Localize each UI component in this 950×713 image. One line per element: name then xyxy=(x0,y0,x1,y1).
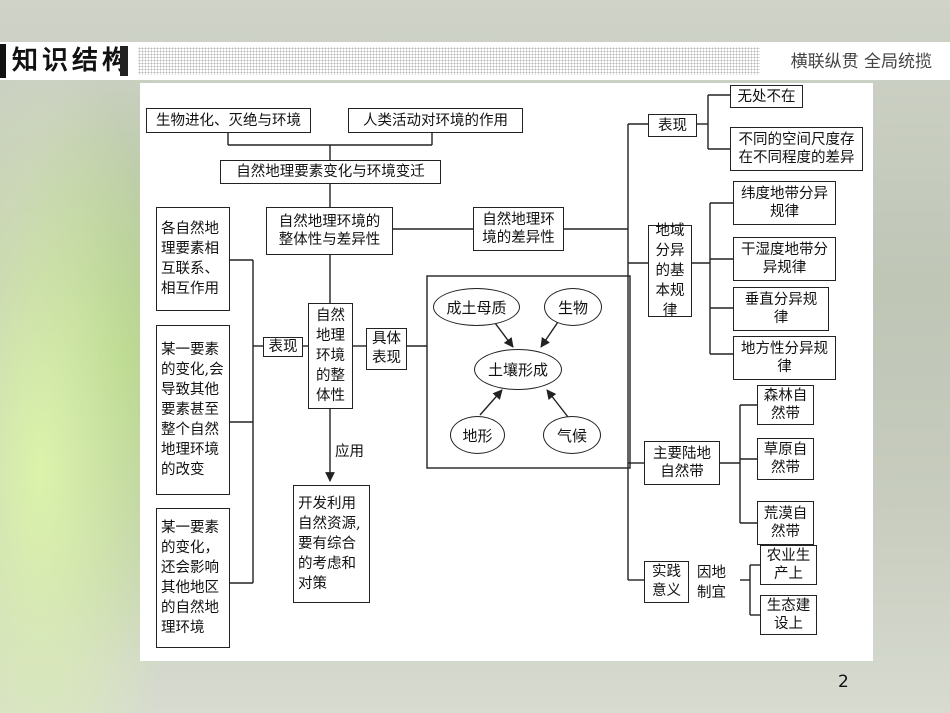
box-manifestation-right: 表现 xyxy=(648,114,697,137)
box-elements-interrelated: 各自然地理要素相互联系、相互作用 xyxy=(156,207,230,311)
header-slogan: 横联纵贯 全局统揽 xyxy=(786,50,936,74)
box-agriculture: 农业生产上 xyxy=(760,545,817,585)
box-desert-zone: 荒漠自然带 xyxy=(757,501,814,545)
box-biological-evolution: 生物进化、灭绝与环境 xyxy=(146,108,311,133)
box-integrity: 自然地理环境的整体性 xyxy=(308,303,353,409)
box-resource-development: 开发利用自然资源,要有综合的考虑和对策 xyxy=(293,485,370,603)
page-number: 2 xyxy=(838,672,849,692)
box-spatial-scale-difference: 不同的空间尺度存在不同程度的差异 xyxy=(730,127,863,171)
box-grassland-zone: 草原自然带 xyxy=(757,438,814,480)
ellipse-terrain: 地形 xyxy=(450,416,505,454)
box-difference: 自然地理环境的差异性 xyxy=(473,207,564,251)
box-manifestation-left: 表现 xyxy=(263,337,303,357)
box-everywhere: 无处不在 xyxy=(730,85,803,108)
box-main-land-zones: 主要陆地自然带 xyxy=(644,441,720,485)
box-main-topic: 自然地理要素变化与环境变迁 xyxy=(220,160,441,184)
concept-map-panel: 生物进化、灭绝与环境 人类活动对环境的作用 自然地理要素变化与环境变迁 自然地理… xyxy=(140,83,873,661)
ellipse-soil-formation: 土壤形成 xyxy=(474,349,562,390)
label-application: 应用 xyxy=(335,444,364,460)
box-local-law: 地方性分异规律 xyxy=(733,336,836,380)
header-dotted-strip xyxy=(135,47,760,75)
box-forest-zone: 森林自然带 xyxy=(757,385,814,425)
section-title: 知识结构 xyxy=(0,44,139,78)
box-regional-differentiation: 地域分异的基本规律 xyxy=(648,223,692,319)
label-adapt-to-local: 因地制宜 xyxy=(697,565,726,601)
box-concrete-manifestation: 具体表现 xyxy=(366,328,407,370)
box-humidity-law: 干湿度地带分异规律 xyxy=(733,237,836,281)
ellipse-biology: 生物 xyxy=(544,288,602,326)
box-human-activity: 人类活动对环境的作用 xyxy=(348,108,523,133)
box-ecological-construction: 生态建设上 xyxy=(760,595,817,635)
ellipse-parent-material: 成土母质 xyxy=(433,288,520,326)
box-practical-significance: 实践意义 xyxy=(644,561,689,603)
box-change-affects-other-regions: 某一要素的变化，还会影响其他地区的自然地理环境 xyxy=(156,508,230,648)
ellipse-climate: 气候 xyxy=(543,416,601,454)
title-divider xyxy=(120,46,128,76)
box-integrity-and-difference: 自然地理环境的整体性与差异性 xyxy=(266,207,393,255)
box-vertical-law: 垂直分异规律 xyxy=(733,287,829,331)
box-change-causes-change: 某一要素的变化,会导致其他要素甚至整个自然地理环境的改变 xyxy=(156,325,230,495)
connector-lines xyxy=(227,94,760,616)
box-latitudinal-law: 纬度地带分异规律 xyxy=(733,181,836,225)
